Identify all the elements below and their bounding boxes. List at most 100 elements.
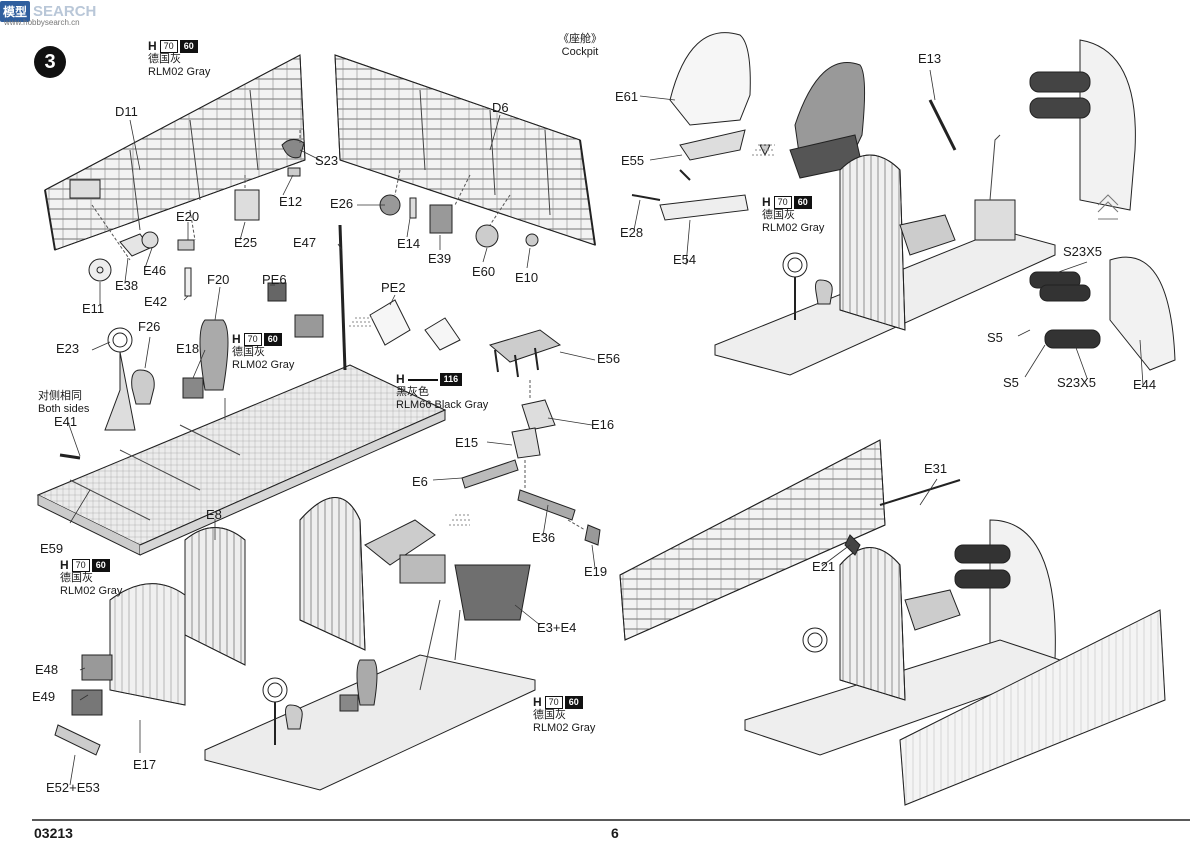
both-sides-cn: 对侧相同 (38, 390, 82, 402)
part-label-e52-e53: E52+E53 (46, 780, 100, 795)
part-label-e49: E49 (32, 689, 56, 704)
floor-panel-left (36, 364, 447, 556)
part-label-pe2: PE2 (381, 280, 406, 295)
caption-en: Cockpit (561, 46, 599, 58)
part-label-e16: E16 (591, 417, 615, 432)
paint-code-h: H (396, 372, 405, 386)
small-parts-upper (88, 130, 539, 297)
part-label-e21: E21 (812, 559, 836, 574)
part-label-e26: E26 (330, 196, 354, 211)
paint-code-2: 60 (564, 696, 583, 709)
part-label-e17: E17 (133, 757, 157, 772)
part-label-e18: E18 (176, 341, 200, 356)
paint-name-cn: 德国灰 (762, 209, 795, 221)
part-label-e42: E42 (144, 294, 168, 309)
part-label-e8: E8 (206, 507, 222, 522)
part-label-e14: E14 (397, 236, 421, 251)
paint-code-1: 70 (159, 40, 178, 53)
part-label-e10: E10 (515, 270, 539, 285)
watermark-site: www.hobbysearch.cn (4, 18, 80, 27)
sidewall-d11 (44, 54, 306, 251)
paint-name-en: RLM02 Gray (60, 585, 123, 597)
part-label-e20: E20 (176, 209, 200, 224)
fuselage-assembly-lower (619, 439, 1166, 806)
part-label-f26: F26 (138, 319, 161, 334)
part-label-d11: D11 (115, 104, 138, 119)
paint-code-h: H (60, 558, 69, 572)
step-number: 3 (34, 46, 66, 78)
both-sides-en: Both sides (38, 403, 90, 415)
bulkhead-e8 (54, 527, 246, 756)
part-label-e13: E13 (918, 51, 942, 66)
paint-name-cn: 德国灰 (232, 346, 265, 358)
part-label-e19: E19 (584, 564, 608, 579)
part-label-f20: F20 (207, 272, 230, 287)
part-label-e41: E41 (54, 414, 78, 429)
seat-assembly (631, 32, 866, 221)
part-label-e23: E23 (56, 341, 80, 356)
paint-code-2: 116 (439, 373, 463, 386)
part-label-e48: E48 (35, 662, 59, 677)
part-label-s5-upper: S5 (987, 330, 1003, 345)
assembly-arrows (349, 144, 1119, 526)
part-label-e44: E44 (1133, 377, 1157, 392)
part-label-e3-e4: E3+E4 (537, 620, 577, 635)
part-label-e12: E12 (279, 194, 303, 209)
part-label-e15: E15 (455, 435, 479, 450)
part-label-s23x5-upper: S23X5 (1063, 244, 1103, 259)
paint-name-en: RLM02 Gray (232, 359, 295, 371)
part-label-e56: E56 (597, 351, 621, 366)
paint-code-1 (407, 378, 438, 381)
sidewall-d6 (334, 54, 596, 246)
part-label-e36: E36 (532, 530, 556, 545)
paint-code-h: H (533, 695, 542, 709)
part-label-e11: E11 (82, 301, 105, 316)
part-label-e6: E6 (412, 474, 428, 489)
paint-name-cn: 德国灰 (533, 709, 566, 721)
paint-name-en: RLM66 Black Gray (396, 399, 489, 411)
page-number: 6 (611, 825, 619, 841)
paint-code-h: H (762, 195, 771, 209)
part-label-pe6: PE6 (262, 272, 287, 287)
part-label-s5-lower: S5 (1003, 375, 1019, 390)
caption-cn: 《座舱》 (558, 33, 602, 45)
watermark-logo: 模型 (0, 0, 31, 22)
part-label-e59: E59 (40, 541, 64, 556)
paint-code-2: 60 (793, 196, 812, 209)
paint-code-2: 60 (91, 559, 110, 572)
rudder-pedal-group (461, 329, 601, 546)
part-label-e38: E38 (115, 278, 139, 293)
paint-code-1: 70 (773, 196, 792, 209)
paint-code-1: 70 (243, 333, 262, 346)
paint-name-cn: 德国灰 (60, 572, 93, 584)
part-label-e47: E47 (293, 235, 317, 250)
both-sides-note: 对侧相同 Both sides (38, 390, 89, 416)
paint-name-cn: 德国灰 (148, 53, 181, 65)
paint-name-en: RLM02 Gray (533, 722, 596, 734)
paint-code-1: 70 (544, 696, 563, 709)
fuselage-assembly-upper (714, 39, 1136, 376)
part-label-e61: E61 (615, 89, 639, 104)
floor-parts-left (59, 224, 461, 460)
part-label-d6: D6 (492, 100, 509, 115)
paint-name-en: RLM02 Gray (148, 66, 211, 78)
part-label-s23: S23 (315, 153, 339, 168)
middle-assembly (204, 497, 536, 791)
guns-right (1029, 256, 1176, 371)
leader-lines (67, 69, 1144, 786)
section-caption: 《座舱》 Cockpit (545, 33, 615, 59)
part-label-e31: E31 (924, 461, 948, 476)
part-label-e39: E39 (428, 251, 452, 266)
paint-name-en: RLM02 Gray (762, 222, 825, 234)
part-label-e60: E60 (472, 264, 496, 279)
part-label-e54: E54 (673, 252, 697, 267)
kit-code: 03213 (34, 825, 73, 841)
paint-code-1: 70 (71, 559, 90, 572)
part-label-e25: E25 (234, 235, 258, 250)
